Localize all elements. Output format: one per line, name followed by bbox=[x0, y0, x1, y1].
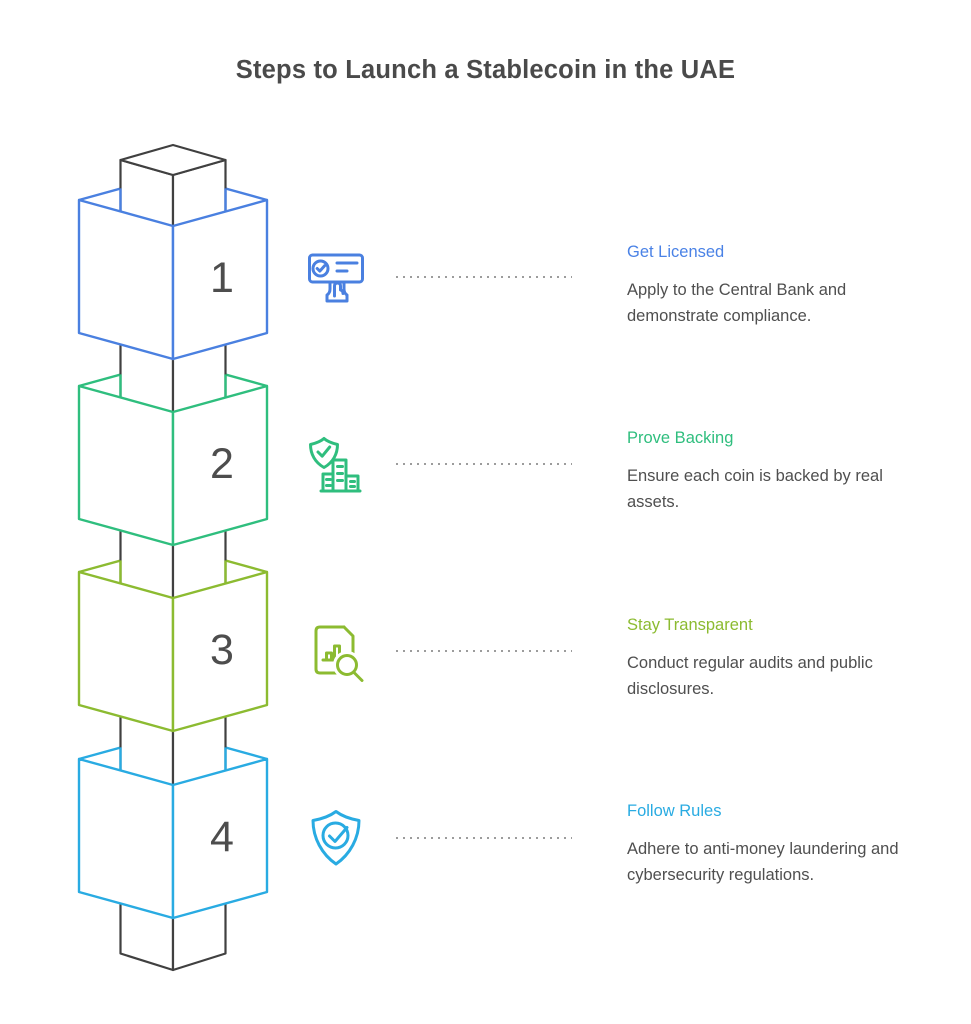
step-box-3 bbox=[77, 560, 269, 733]
step-number-2: 2 bbox=[210, 440, 234, 488]
step-text-1: Get Licensed Apply to the Central Bank a… bbox=[627, 242, 907, 329]
step-box-4 bbox=[77, 747, 269, 920]
step-box-1 bbox=[77, 188, 269, 361]
step-label-2: Prove Backing bbox=[627, 429, 734, 447]
step-description-1: Apply to the Central Bank and demonstrat… bbox=[627, 281, 847, 325]
step-description-2: Ensure each coin is backed by real asset… bbox=[627, 467, 883, 511]
dotted-connector-1 bbox=[396, 276, 572, 278]
shield-check-buildings-icon bbox=[309, 437, 362, 493]
step-number-4: 4 bbox=[210, 813, 234, 861]
license-check-hand-icon bbox=[308, 253, 364, 303]
step-number-1: 1 bbox=[210, 254, 234, 302]
step-text-3: Stay Transparent Conduct regular audits … bbox=[627, 615, 907, 702]
step-text-4: Follow Rules Adhere to anti-money launde… bbox=[627, 801, 907, 888]
step-label-3: Stay Transparent bbox=[627, 616, 753, 634]
step-description-4: Adhere to anti-money laundering and cybe… bbox=[627, 840, 899, 884]
step-number-3: 3 bbox=[210, 626, 234, 674]
step-label-4: Follow Rules bbox=[627, 802, 722, 820]
audit-document-magnifier-icon bbox=[314, 625, 364, 682]
dotted-connector-2 bbox=[396, 463, 572, 465]
step-label-1: Get Licensed bbox=[627, 243, 725, 261]
center-column bbox=[119, 143, 227, 972]
shield-check-icon bbox=[311, 810, 361, 866]
page-title: Steps to Launch a Stablecoin in the UAE bbox=[235, 56, 736, 84]
box-back-rims bbox=[78, 172, 268, 761]
dotted-connector-3 bbox=[396, 650, 572, 652]
step-text-2: Prove Backing Ensure each coin is backed… bbox=[627, 428, 907, 515]
dotted-connector-4 bbox=[396, 837, 572, 839]
step-box-2 bbox=[77, 374, 269, 547]
step-description-3: Conduct regular audits and public disclo… bbox=[627, 654, 873, 698]
